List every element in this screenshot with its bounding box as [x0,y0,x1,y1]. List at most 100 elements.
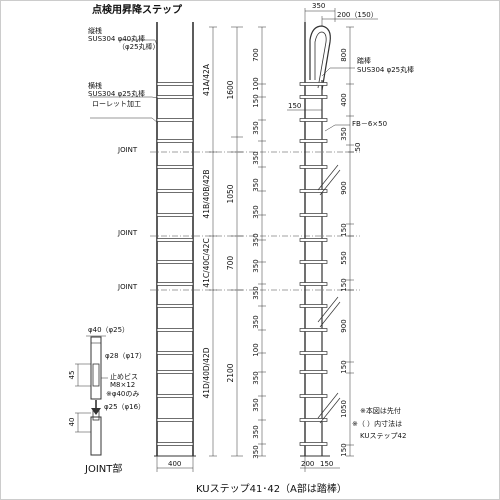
brace-3b [319,397,341,424]
jd-phi40: φ40（φ25） [88,326,130,334]
vertical-rail-label: 縦桟 [88,27,102,35]
note-2: ※（ ）内寸法は [352,420,403,428]
dim-2100: 2100 [226,363,235,383]
brace-2a [317,296,339,323]
rung-dim-700: 700 [252,48,260,62]
rung-dim-350-a: 350 [252,121,260,135]
leader-fb [324,124,350,132]
side-bracket [299,328,328,332]
rung-dim-350-c: 350 [252,178,260,192]
front-rung [156,418,194,422]
drawing-title: 点検用昇降ステップ [92,5,182,16]
rung-dim-350-j: 350 [252,398,260,412]
rung-dim-350-k: 350 [252,425,260,439]
front-rung [156,304,194,308]
vertical-rail-alt: （φ25丸棒） [118,43,160,51]
rung-dim-350-h: 350 [252,315,260,329]
right-dim-50: 50 [354,142,362,152]
front-rung [156,118,194,122]
seg-41D: 41D/40D/42D [202,347,211,399]
jd-phi28: φ28（φ17） [105,352,147,360]
rung-ticks [258,26,266,457]
joint-detail [75,335,108,456]
front-rung [156,260,194,264]
brace-1a [317,164,339,191]
dim-700: 700 [226,255,235,271]
side-bracket [299,351,328,355]
joint-insert [92,363,100,387]
joint-lower-insert [92,409,100,421]
step-bar-label: 踏棒 [357,57,371,65]
side-bracket [299,238,328,242]
side-bracket [299,189,328,193]
rung-dim-100: 100 [252,77,260,91]
joint-lines [150,151,360,291]
right-dim-900-a: 900 [340,181,348,195]
leader-rung [90,96,159,99]
side-bracket [299,165,328,169]
rung-dim-350-g: 350 [252,286,260,300]
rung-dim-350-d: 350 [252,205,260,219]
side-bracket [299,370,328,374]
joint-label-1: JOINT [118,146,138,154]
dim-150-horizontal: 150 [288,102,302,110]
seg-41B: 41B/40B/42B [202,169,211,219]
main-dimensions [209,26,243,457]
joint-upper-tube [90,336,102,400]
front-rung [156,165,194,169]
brace-1b [319,169,341,196]
rung-dim-350-b: 350 [252,151,260,165]
fb-label: FB－6×50 [352,120,388,128]
right-dim-150-a: 150 [340,223,348,237]
drawing-caption: KUステップ41･42（A部は踏棒） [196,484,347,495]
dim-bottom-400: 400 [168,460,182,468]
rung-knurl: ローレット加工 [92,100,141,108]
rung-dim-350-f: 350 [252,259,260,273]
front-rung [156,328,194,332]
side-bracket [299,213,328,217]
right-dimensions [346,26,354,457]
rung-material: SUS304 φ25丸棒 [88,90,146,98]
side-bracket [299,139,328,143]
joint-lower-tube [90,416,102,456]
joint-label-3: JOINT [118,283,138,291]
side-bracket [299,260,328,264]
right-dim-800: 800 [340,48,348,62]
side-bracket [299,82,328,86]
jd-phi25: φ25（φ16） [104,403,146,411]
step-bar-material: SUS304 φ25丸棒 [357,66,415,74]
right-dim-1050: 1050 [340,400,348,418]
vertical-rail-material: SUS304 φ40丸棒 [88,35,146,43]
side-bracket [299,282,328,286]
front-rung [156,370,194,374]
step-handrail [309,25,331,91]
seg-41A: 41A/42A [202,64,211,96]
front-rung [156,213,194,217]
step-handrail-inner [314,31,327,89]
jd-screw: 止めビス [110,373,138,381]
dim-1600: 1600 [226,80,235,100]
note-3: KUステップ42 [360,432,407,440]
front-rung [156,189,194,193]
right-dim-150-d: 150 [340,443,348,457]
seg-41C: 41C/40C/42C [202,238,211,288]
side-bracket [299,118,328,122]
front-rung [156,82,194,86]
front-rung [156,95,194,99]
side-bracket [299,442,328,446]
right-dim-150-b: 150 [340,278,348,292]
jd-40: 40 [68,417,76,427]
front-rung [156,282,194,286]
front-rung [156,139,194,143]
leader-vertical-rail [120,39,158,46]
side-bracket [299,394,328,398]
front-rung [156,351,194,355]
rung-dim-350-l: 350 [252,445,260,459]
front-rungs [156,82,194,446]
joint-label-2: JOINT [118,229,138,237]
side-braces [317,164,341,424]
jd-screw-size: M8×12 [110,381,136,389]
joint-section-title: JOINT部 [85,464,123,475]
brace-3a [317,392,339,419]
